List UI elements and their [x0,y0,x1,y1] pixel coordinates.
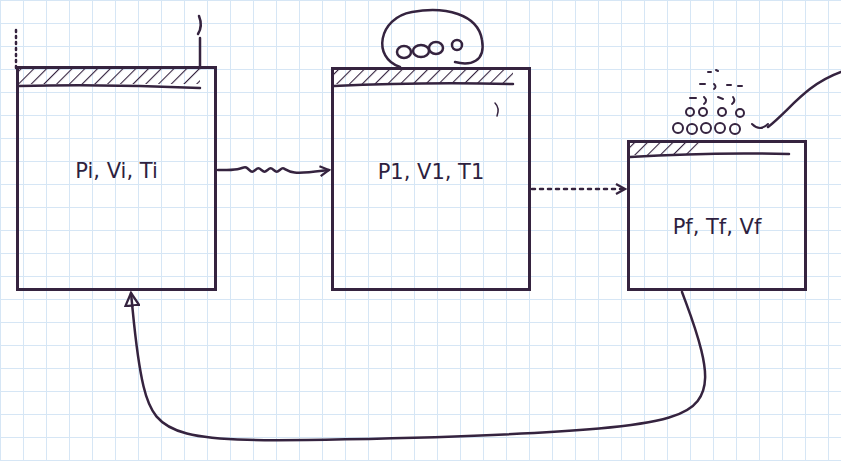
cylinder-box: P1, V1, T1 [331,67,531,291]
state-label: Pi, Vi, Ti [19,159,214,183]
pebble [452,40,462,50]
piston [19,68,200,84]
pebble-pile [673,70,768,134]
process-arrow [218,167,329,172]
process-arrow [131,292,705,440]
cylinder-box: Pi, Vi, Ti [16,66,217,291]
leader-line [768,72,841,127]
cylinder-wall [15,30,18,68]
pebble [429,42,443,54]
piston-edge [19,85,200,88]
process-arrow [532,188,625,191]
cylinder-box: Pf, Tf, Vf [627,140,807,291]
pebble [397,46,411,58]
piston [334,70,513,84]
stroke [495,103,498,116]
state-label: P1, V1, T1 [334,160,528,184]
state-label: Pf, Tf, Vf [630,215,804,239]
cylinder-wall [198,16,201,68]
piston-edge [630,153,789,157]
pebble [413,45,429,57]
piston-edge [334,83,513,86]
pebble-loop [382,10,482,67]
